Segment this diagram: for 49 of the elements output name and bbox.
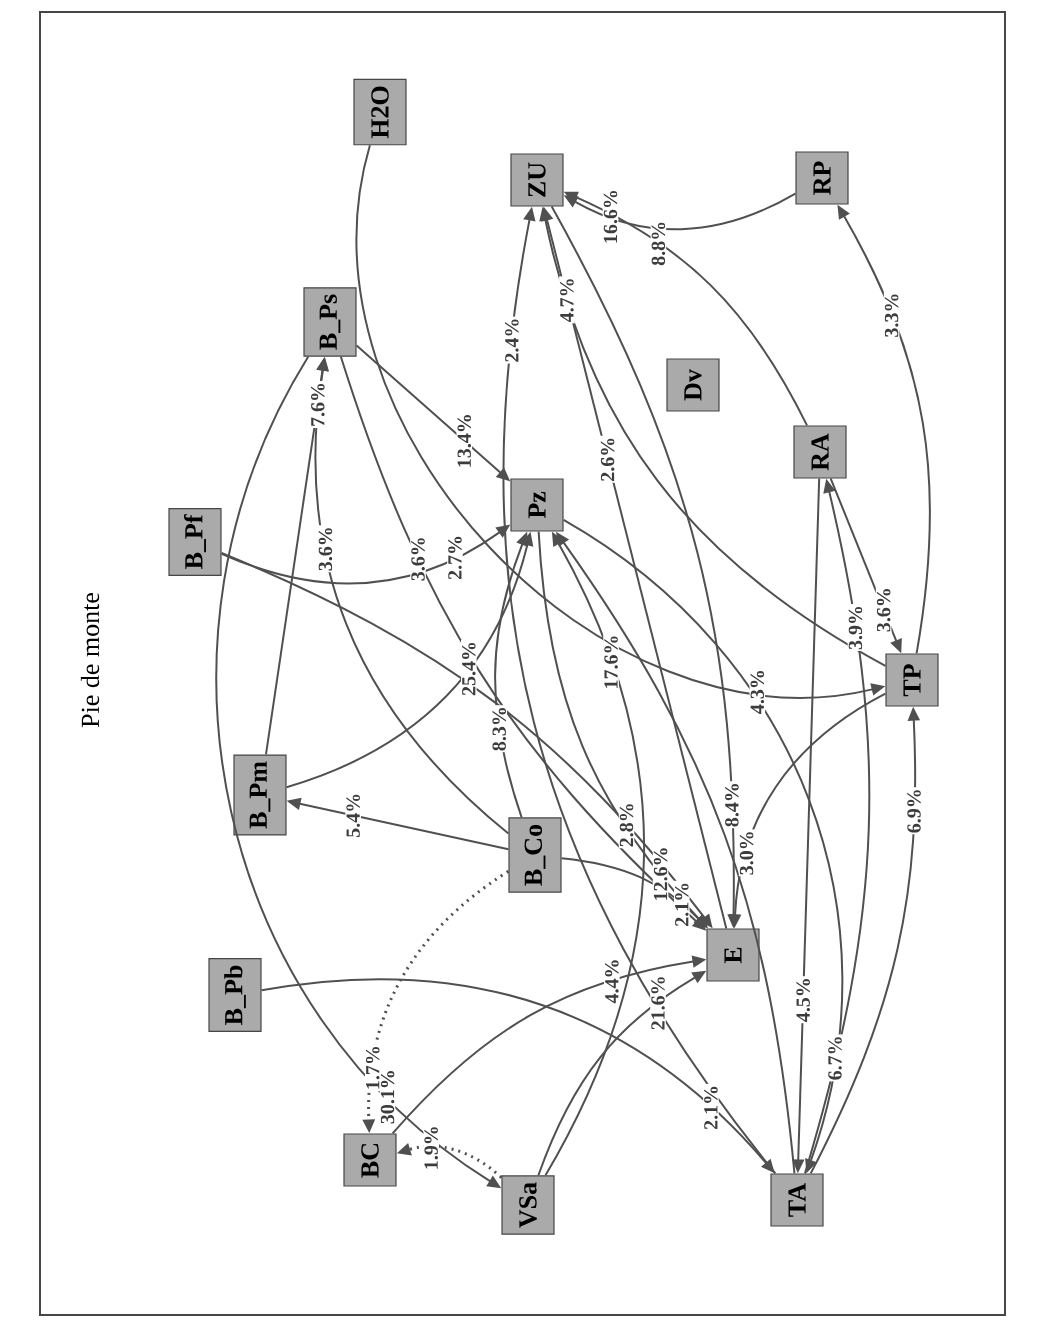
edge-label: 3.6% bbox=[876, 589, 891, 632]
edge-label: 2.7% bbox=[448, 536, 462, 580]
node-box: H2O bbox=[353, 78, 407, 146]
edge-label: 3.9% bbox=[848, 606, 863, 650]
node-box: B_Pb bbox=[208, 958, 262, 1032]
edge-label: 4.5% bbox=[796, 979, 810, 1022]
title: Pie de monte bbox=[80, 593, 100, 728]
edge-label: 7.6% bbox=[311, 383, 325, 426]
node-box: B_Pf bbox=[168, 507, 222, 577]
node-box: TP bbox=[885, 653, 939, 707]
edge-label: 3.3% bbox=[884, 294, 899, 337]
edge-label: 2.8% bbox=[619, 804, 634, 847]
node-box: Dv bbox=[666, 358, 720, 412]
node-box: ZU bbox=[510, 153, 564, 207]
edge-label: 6.9% bbox=[907, 790, 921, 833]
node-box: VSa bbox=[501, 1175, 555, 1235]
edge-label: 12.6% bbox=[653, 848, 668, 900]
node-box: RA bbox=[793, 425, 847, 479]
edge-label: 2.4% bbox=[505, 319, 519, 362]
edge-label: 2.1% bbox=[675, 883, 689, 926]
node-box: RP bbox=[795, 151, 849, 205]
edge-label: 1.9% bbox=[424, 1127, 438, 1169]
node-box: B_Ps bbox=[303, 287, 357, 357]
edge-label: 8.8% bbox=[651, 222, 666, 266]
edge-label: 13.4% bbox=[457, 415, 472, 467]
edge-label: 4.3% bbox=[750, 671, 765, 714]
edge-label: 3.6% bbox=[318, 528, 333, 571]
edge-label: 2.1% bbox=[704, 1086, 718, 1130]
node-box: B_Co bbox=[508, 817, 562, 893]
node-box: E bbox=[706, 928, 760, 982]
edge-label: 3.6% bbox=[411, 538, 425, 581]
edge-label: 3.0% bbox=[739, 832, 754, 875]
edge-label: 2.6% bbox=[600, 438, 615, 481]
edge-label: 4.4% bbox=[605, 960, 619, 1004]
edge-label: 17.6% bbox=[604, 636, 618, 688]
edge-label: 8.4% bbox=[725, 784, 739, 827]
edge-label: 21.6% bbox=[651, 977, 665, 1030]
edge-label: 5.4% bbox=[346, 794, 360, 838]
edge-label: 1.7% bbox=[365, 1047, 380, 1089]
edge-label: 8.3% bbox=[492, 708, 506, 751]
edge-label: 30.1% bbox=[380, 1071, 395, 1124]
node-box: TA bbox=[770, 1173, 824, 1227]
edge-label: 16.6% bbox=[603, 190, 618, 243]
node-box: BC bbox=[343, 1133, 397, 1187]
edge-label: 6.7% bbox=[828, 1037, 842, 1080]
node-box: B_Pm bbox=[233, 754, 287, 836]
edge-label: 4.7% bbox=[560, 279, 574, 323]
node-box: Pz bbox=[510, 478, 564, 532]
edge-label: 25.4% bbox=[462, 642, 476, 696]
